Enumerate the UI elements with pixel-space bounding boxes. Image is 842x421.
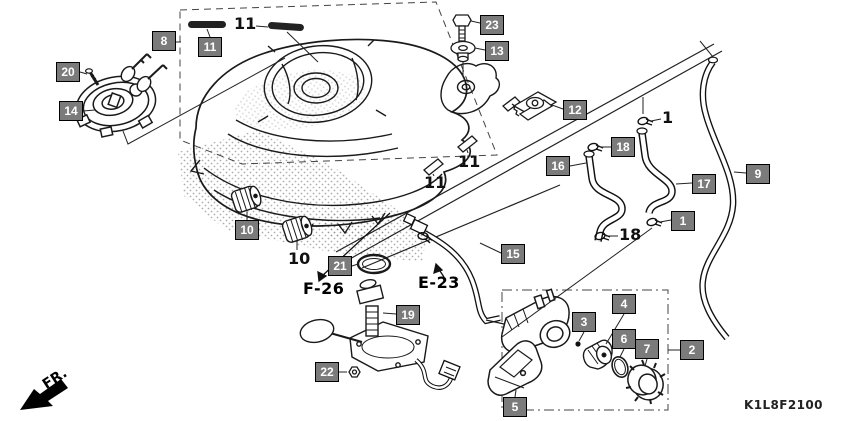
- fr-direction-arrow: [20, 379, 68, 410]
- part-callout-15[interactable]: 15: [501, 244, 525, 264]
- part-callout-3[interactable]: 3: [572, 312, 596, 332]
- fuel-filter-4-drawing: [582, 339, 613, 370]
- cushion-washer-drawing: [450, 40, 476, 63]
- pump-oring-3-drawing: [575, 341, 581, 347]
- part-callout-7[interactable]: 7: [635, 339, 659, 359]
- breather-hose-16-drawing: [583, 150, 626, 242]
- fuel-level-sender-drawing: [299, 278, 429, 372]
- drain-hose-17-drawing: [636, 127, 676, 215]
- part-callout-16[interactable]: 16: [546, 156, 570, 176]
- part-callout-9[interactable]: 9: [746, 164, 770, 184]
- cap-screw-20-drawing: [84, 68, 100, 86]
- part-callout-21[interactable]: 21: [328, 256, 352, 276]
- keys-drawing: [120, 53, 168, 97]
- section-ref-f-26[interactable]: F-26: [303, 279, 345, 298]
- part-callout-13[interactable]: 13: [485, 41, 509, 61]
- oring-6-drawing: [611, 356, 629, 378]
- part-callout-8[interactable]: 8: [152, 31, 176, 51]
- part-callout-22[interactable]: 22: [315, 362, 339, 382]
- part-ref-18[interactable]: 18: [619, 225, 642, 244]
- part-ref-10[interactable]: 10: [288, 249, 311, 268]
- part-callout-20[interactable]: 20: [56, 62, 80, 82]
- part-ref-11[interactable]: 11: [458, 152, 481, 171]
- part-callout-12[interactable]: 12: [563, 100, 587, 120]
- part-callout-23[interactable]: 23: [480, 15, 504, 35]
- part-ref-11[interactable]: 11: [234, 14, 257, 33]
- part-callout-1[interactable]: 1: [671, 211, 695, 231]
- tank-rear-rubber-mount-drawing: [511, 91, 558, 121]
- part-ref-11[interactable]: 11: [424, 173, 447, 192]
- fuel-feed-hose-15-drawing: [402, 212, 501, 325]
- long-drain-hose-9-drawing: [699, 56, 737, 341]
- part-callout-11[interactable]: 11: [198, 37, 222, 57]
- roller-cushion-drawings: [230, 185, 313, 243]
- part-callout-18[interactable]: 18: [611, 137, 635, 157]
- leader-lines: [79, 20, 747, 398]
- part-callout-4[interactable]: 4: [612, 294, 636, 314]
- part-callout-14[interactable]: 14: [59, 101, 83, 121]
- frame-rail-lines: [335, 43, 723, 269]
- part-callout-2[interactable]: 2: [680, 340, 704, 360]
- rubber-strip-drawings-top: [188, 21, 304, 32]
- part-ref-1[interactable]: 1: [662, 108, 674, 127]
- flange-bolt-drawing: [452, 14, 472, 42]
- pump-bracket-5-drawing: [487, 340, 543, 396]
- sender-harness-drawing: [414, 358, 461, 390]
- fuel-pump-body-drawing: [485, 288, 571, 353]
- part-callout-19[interactable]: 19: [396, 305, 420, 325]
- part-callout-17[interactable]: 17: [692, 174, 716, 194]
- fuel-cap-drawing: [75, 75, 157, 138]
- part-callout-5[interactable]: 5: [503, 397, 527, 417]
- part-callout-6[interactable]: 6: [612, 329, 636, 349]
- sender-nut-22-drawing: [348, 366, 361, 378]
- part-callout-10[interactable]: 10: [235, 220, 259, 240]
- lock-ring-7-drawing: [625, 359, 666, 405]
- diagram-code: K1L8F2100: [744, 398, 823, 412]
- section-ref-e-23[interactable]: E-23: [418, 273, 460, 292]
- oring-21-drawing: [356, 253, 392, 275]
